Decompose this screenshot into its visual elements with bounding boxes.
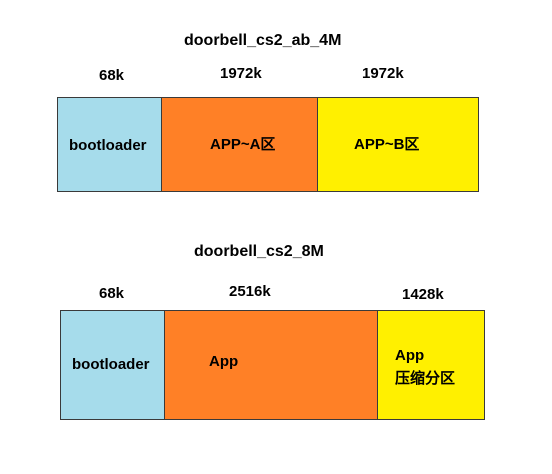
segment-size-label: 1428k <box>402 286 444 303</box>
segment-app: App <box>165 311 378 419</box>
segment-label: APP~A区 <box>210 136 276 153</box>
segment-size-label: 68k <box>99 285 125 302</box>
segment-label: bootloader <box>72 356 150 373</box>
segment-bootloader: bootloader <box>61 311 165 419</box>
segment-label: App 压缩分区 <box>395 347 456 388</box>
partition-bar: bootloader APP~A区 APP~B区 <box>57 97 479 192</box>
diagram-title: doorbell_cs2_8M <box>194 243 324 260</box>
segment-app-compressed: App 压缩分区 <box>378 311 484 419</box>
segment-app-a: APP~A区 <box>162 98 318 191</box>
segment-label: bootloader <box>69 137 147 154</box>
segment-label: App <box>209 353 239 370</box>
segment-size-label: 68k <box>99 67 125 84</box>
segment-size-label: 2516k <box>229 283 271 300</box>
segment-size-label: 1972k <box>220 65 262 82</box>
segment-bootloader: bootloader <box>58 98 162 191</box>
diagram-title: doorbell_cs2_ab_4M <box>184 32 342 49</box>
partition-bar: bootloader App App 压缩分区 <box>60 310 485 420</box>
segment-label: APP~B区 <box>354 136 420 153</box>
segment-size-label: 1972k <box>362 65 404 82</box>
segment-app-b: APP~B区 <box>318 98 478 191</box>
